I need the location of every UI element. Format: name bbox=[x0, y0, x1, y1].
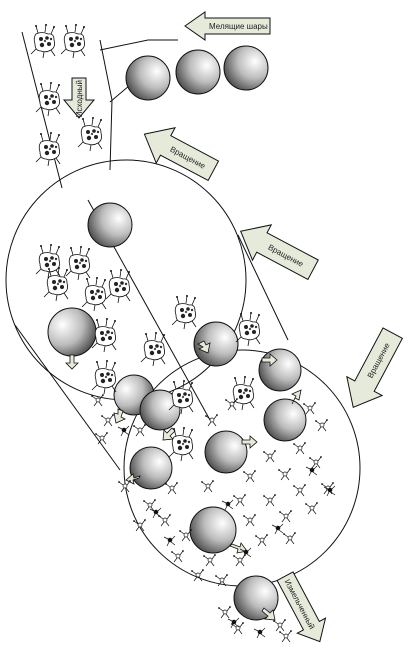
rotation-arrow-1: Вращение bbox=[143, 127, 220, 182]
grinding-ball bbox=[87, 202, 133, 248]
source-arrow: Исходный bbox=[62, 77, 96, 119]
grinding-ball bbox=[47, 307, 97, 357]
grinding-ball bbox=[125, 55, 171, 101]
grinding-ball bbox=[129, 446, 173, 490]
grinding-ball bbox=[175, 49, 221, 95]
grinding-ball bbox=[223, 45, 269, 91]
grinding-ball bbox=[193, 321, 239, 367]
grinding-ball bbox=[139, 389, 181, 431]
grinding-balls-arrow: Мелящие шары bbox=[184, 11, 271, 41]
grinding-ball bbox=[204, 430, 248, 474]
output-arrow: Измельченный bbox=[276, 571, 327, 643]
mill-balls bbox=[47, 202, 307, 621]
grinding-ball bbox=[233, 575, 279, 621]
grinding-ball-group bbox=[125, 45, 269, 101]
grinding-balls-label: Мелящие шары bbox=[209, 22, 268, 31]
rotation-arrow-3: Вращение bbox=[346, 327, 404, 409]
feed-hopper bbox=[21, 31, 178, 189]
grinding-ball bbox=[258, 348, 302, 392]
motion-arrows bbox=[65, 340, 302, 621]
grinding-ball bbox=[263, 398, 307, 442]
grinding-ball bbox=[189, 506, 237, 554]
source-label: Исходный bbox=[75, 80, 84, 117]
